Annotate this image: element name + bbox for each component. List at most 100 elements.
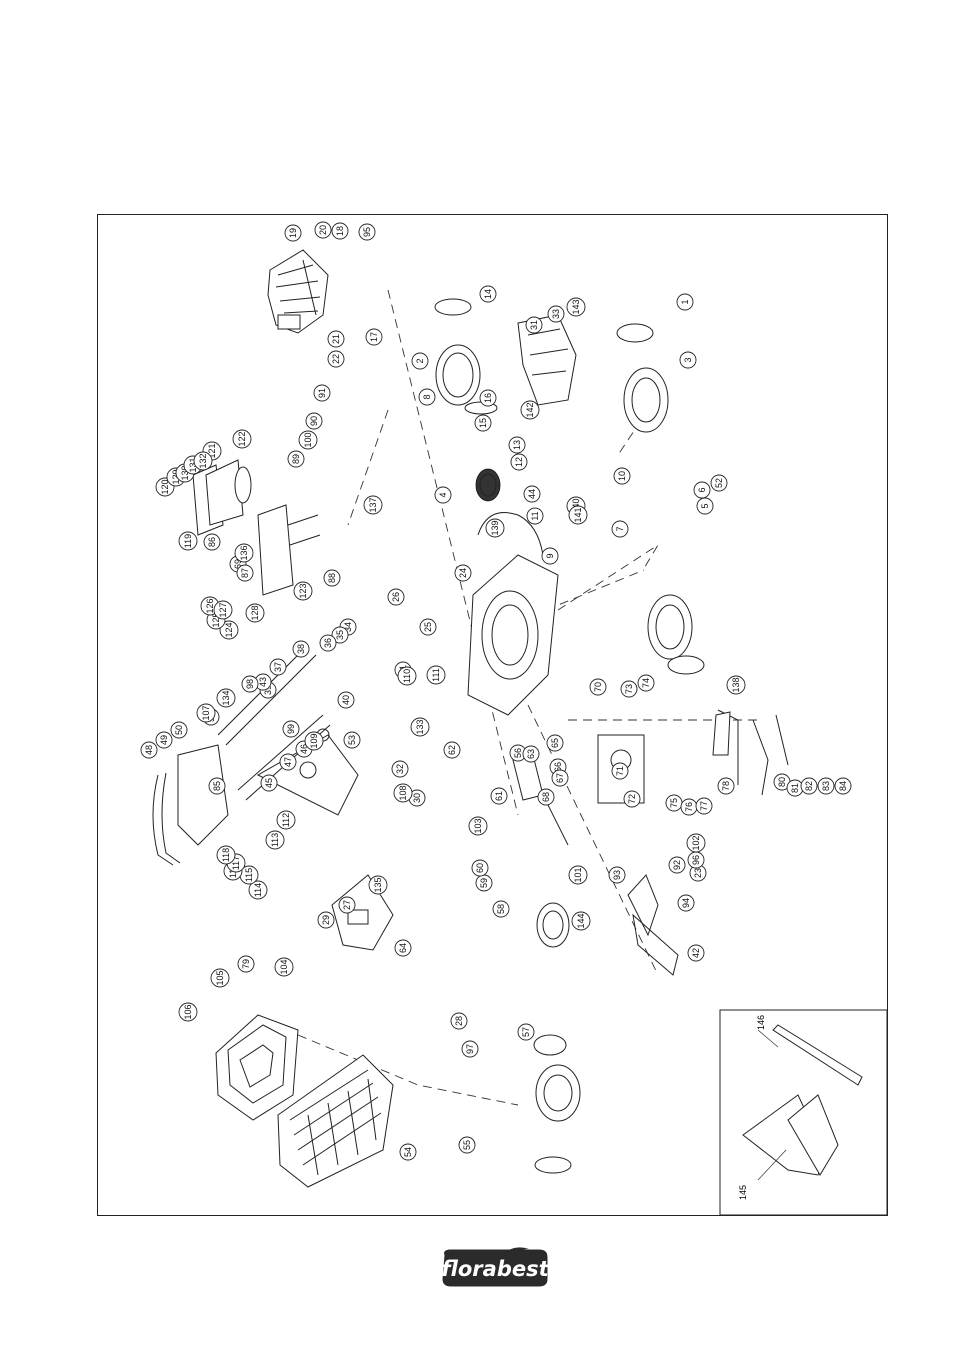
callout-number: 142 [525, 402, 535, 417]
callout-number: 144 [576, 913, 586, 928]
part-callout-58: 58 [492, 900, 510, 918]
callout-number: 123 [298, 583, 308, 598]
callout-number: 12 [514, 457, 524, 467]
part-callout-78: 78 [717, 777, 735, 795]
part-callout-96: 96 [687, 851, 705, 869]
callout-number: 77 [699, 801, 709, 811]
callout-circle [817, 777, 835, 795]
callout-circle [676, 293, 694, 311]
callout-number: 86 [207, 537, 217, 547]
callout-circle [517, 1023, 535, 1041]
callout-number: 129 [171, 469, 181, 484]
part-callout-10: 10 [613, 467, 631, 485]
callout-number: 13 [512, 440, 522, 450]
callout-number: 128 [250, 605, 260, 620]
callout-number: 131 [188, 457, 198, 472]
callout-circle [471, 859, 489, 877]
callout-number: 56 [513, 748, 523, 758]
callout-number: 90 [309, 416, 319, 426]
part-callout-36: 36 [319, 634, 337, 652]
part-callout-71: 71 [611, 762, 629, 780]
part-callout-81: 81 [786, 779, 804, 797]
callout-number: 7 [615, 526, 625, 531]
part-callout-119: 119 [178, 531, 198, 551]
callout-number: 111 [431, 668, 441, 682]
callout-number: 33 [551, 309, 561, 319]
part-callout-52: 52 [710, 474, 728, 492]
callout-circle [492, 900, 510, 918]
callout-circle [418, 388, 436, 406]
callout-number: 118 [221, 848, 231, 862]
callout-circle [331, 222, 349, 240]
grass-bag-part [277, 1054, 394, 1188]
part-callout-42: 42 [687, 944, 705, 962]
callout-number: 24 [458, 568, 468, 578]
callout-circle [479, 285, 497, 303]
callout-number: 25 [423, 622, 433, 632]
callout-circle [800, 777, 818, 795]
inset-label-146: 146 [756, 1015, 766, 1030]
callout-number: 65 [550, 738, 560, 748]
callout-circle [193, 451, 213, 471]
callout-circle [485, 518, 505, 538]
callout-circle [611, 520, 629, 538]
callout-circle [282, 720, 300, 738]
part-callout-111: 111 [426, 665, 446, 685]
callout-number: 113 [270, 833, 280, 847]
callout-number: 101 [573, 867, 583, 882]
callout-number: 71 [615, 766, 625, 776]
spark-plug-wrench-part [742, 1024, 863, 1176]
callout-circle [387, 588, 405, 606]
callout-number: 47 [283, 757, 293, 767]
callout-number: 1 [680, 299, 690, 304]
part-callout-144: 144 [571, 911, 591, 931]
callout-number: 75 [669, 798, 679, 808]
callout-circle [208, 777, 226, 795]
part-callout-95: 95 [358, 223, 376, 241]
callout-number: 44 [527, 489, 537, 499]
callout-number: 37 [273, 662, 283, 672]
part-callout-79: 79 [237, 955, 255, 973]
part-callout-127: 127 [213, 600, 233, 620]
part-callout-92: 92 [668, 856, 686, 874]
rear-axle-part [512, 744, 581, 1174]
callout-number: 108 [398, 785, 408, 800]
callout-circle [523, 485, 541, 503]
inset-label-146-text: 146 [756, 1015, 766, 1030]
part-callout-118: 118 [216, 845, 236, 865]
callout-number: 105 [215, 970, 225, 985]
callout-number: 133 [415, 719, 425, 734]
callout-number: 87 [240, 568, 250, 578]
part-callout-108: 108 [393, 783, 413, 803]
part-callout-8: 8 [418, 388, 436, 406]
callout-number: 57 [521, 1027, 531, 1037]
part-callout-73: 73 [620, 680, 638, 698]
callout-circle [393, 783, 413, 803]
callout-number: 70 [593, 682, 603, 692]
callout-number: 134 [221, 690, 231, 705]
part-callout-90: 90 [305, 412, 323, 430]
part-callout-138: 138 [726, 675, 746, 695]
callout-circle [410, 717, 430, 737]
callout-circle [319, 634, 337, 652]
part-callout-35: 35 [331, 626, 349, 644]
callout-circle [454, 564, 472, 582]
callout-circle [304, 731, 324, 751]
callout-circle [314, 221, 332, 239]
callout-circle [178, 531, 198, 551]
callout-circle [140, 741, 158, 759]
callout-circle [234, 543, 254, 563]
callout-circle [313, 384, 331, 402]
part-callout-44: 44 [523, 485, 541, 503]
part-callout-31: 31 [525, 316, 543, 334]
callout-number: 130 [180, 465, 190, 480]
callout-circle [693, 481, 711, 499]
callout-number: 94 [681, 898, 691, 908]
callout-number: 103 [473, 818, 483, 833]
callout-circle [695, 797, 713, 815]
catcher-top-part [215, 1014, 299, 1121]
part-callout-98: 98 [241, 675, 259, 693]
part-callout-26: 26 [387, 588, 405, 606]
part-callout-55: 55 [458, 1136, 476, 1154]
callout-circle [443, 741, 461, 759]
